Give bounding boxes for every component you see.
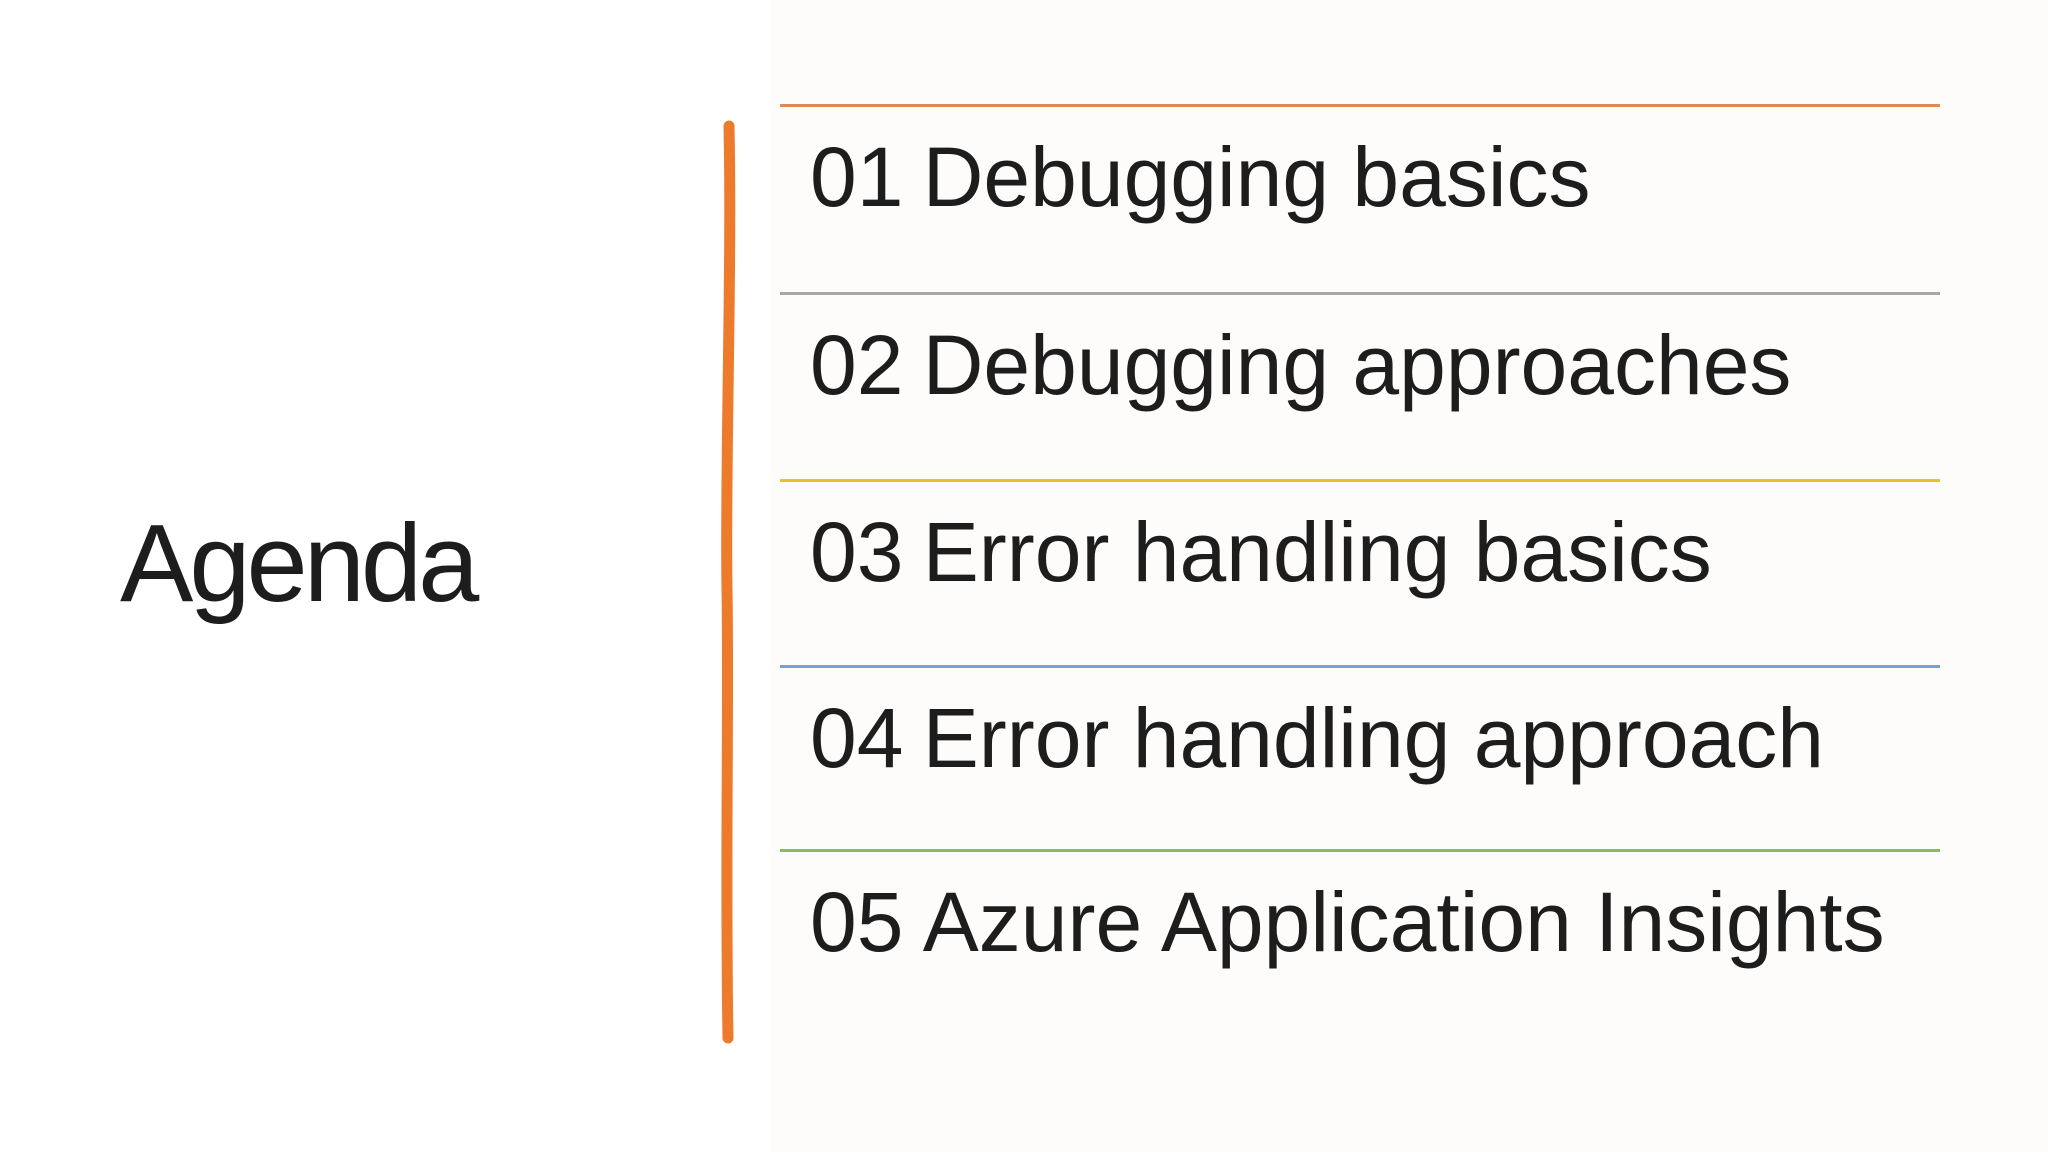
- item-number: 01: [810, 130, 904, 224]
- item-title: Error handling approach: [922, 691, 1824, 785]
- item-number: 05: [810, 875, 904, 969]
- item-title: Debugging basics: [922, 130, 1591, 224]
- item-number: 02: [810, 318, 904, 412]
- page-title: Agenda: [120, 502, 479, 625]
- accent-bar-icon: [721, 120, 736, 1044]
- item-title: Error handling basics: [922, 505, 1712, 599]
- item-number: 04: [810, 691, 904, 785]
- item-title: Azure Application Insights: [922, 875, 1885, 969]
- item-title: Debugging approaches: [922, 318, 1792, 412]
- item-number: 03: [810, 505, 904, 599]
- content-panel: [770, 0, 2048, 1152]
